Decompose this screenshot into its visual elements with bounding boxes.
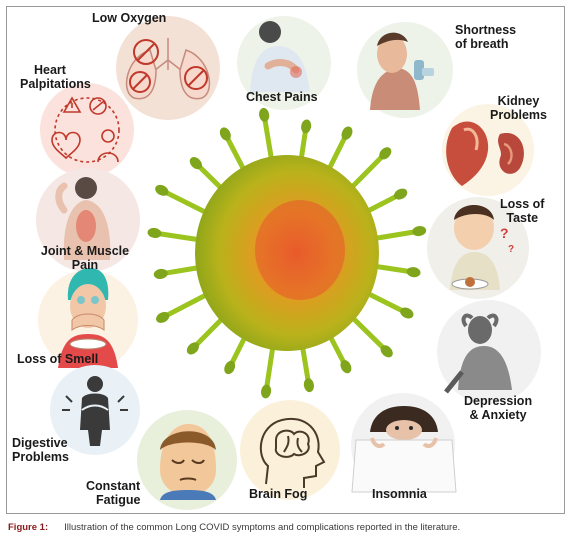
virus-spike [159,187,211,217]
insomnia-circle [351,393,457,497]
virus-spike-tip [219,127,231,141]
virus-spike [371,228,422,242]
awake-in-bed-icon [351,406,457,493]
depression-anxiety-circle [437,300,541,404]
label-brain-fog: Brain Fog [249,487,308,501]
virus-spike [346,150,388,193]
back-pain-icon [55,177,111,260]
label-insomnia: Insomnia [372,487,427,501]
virus-spike-tip [301,119,312,134]
virus-spike-tip [340,360,352,374]
virus-spike-tip [186,342,199,355]
shortness-of-breath-circle [357,22,453,118]
chest-pains-circle [237,16,331,110]
nose-blocked-icon [58,268,118,368]
virus-spike-tip [147,227,162,239]
chest-pain-person-icon [250,21,310,92]
constant-fatigue-circle [137,410,237,510]
label-chest-pains: Chest Pains [246,90,318,104]
svg-text:?: ? [500,225,509,241]
virus-spike-tip [341,126,353,140]
virus-spike-tip [379,147,392,160]
low-oxygen-circle [116,16,220,120]
heart-kidney-icon [446,121,524,186]
label-depression-anxiety: Depression& Anxiety [464,394,533,422]
virus-spike-tip [156,311,170,323]
label-loss-of-smell: Loss of Smell [17,352,99,366]
virus-spike [152,230,203,243]
virus-spike [160,291,212,320]
virus-spike-tip [153,268,168,279]
virus-spike [190,313,228,351]
joint-muscle-pain-circle [36,168,140,272]
label-low-oxygen: Low Oxygen [92,11,167,25]
digestive-problems-circle [50,365,140,455]
illustration-canvas: ? ? [36,16,541,510]
virus-spike-tip [155,184,169,196]
brain-head-icon [259,417,326,488]
figure-caption: Figure 1: Illustration of the common Long… [8,522,568,533]
stomach-pain-icon [62,376,128,446]
caption-text: Illustration of the common Long COVID sy… [64,522,461,533]
virus-spike-tip [406,267,421,278]
lungs-icon [125,38,211,100]
virus-spike [347,312,390,354]
virus-spike-tip [400,307,414,319]
virus-spike-tip [259,107,270,122]
sad-person-icon [444,313,512,394]
virus-spike-tip [303,378,314,393]
tired-face-icon [160,424,216,500]
heart-warning-icon [51,96,120,163]
virus-icon [147,107,427,399]
virus-spike-tip [189,157,202,170]
virus-spike-tip [224,360,236,375]
loss-of-taste-circle: ? ? [427,197,529,299]
figure-label: Figure 1: [8,522,49,533]
brain-fog-circle [240,400,340,500]
virus-spike-tip [261,384,272,399]
virus-spike-tip [394,188,408,200]
inhaler-person-icon [370,32,434,110]
heart-palpitations-circle [40,83,134,177]
svg-text:?: ? [508,244,514,255]
virus-spike-tip [412,226,427,237]
kidney-problems-circle [442,104,534,196]
eating-person-icon: ? ? [450,205,514,290]
loss-of-smell-circle [38,268,138,370]
virus-spike-tip [380,345,393,358]
virus-spike [363,289,410,316]
